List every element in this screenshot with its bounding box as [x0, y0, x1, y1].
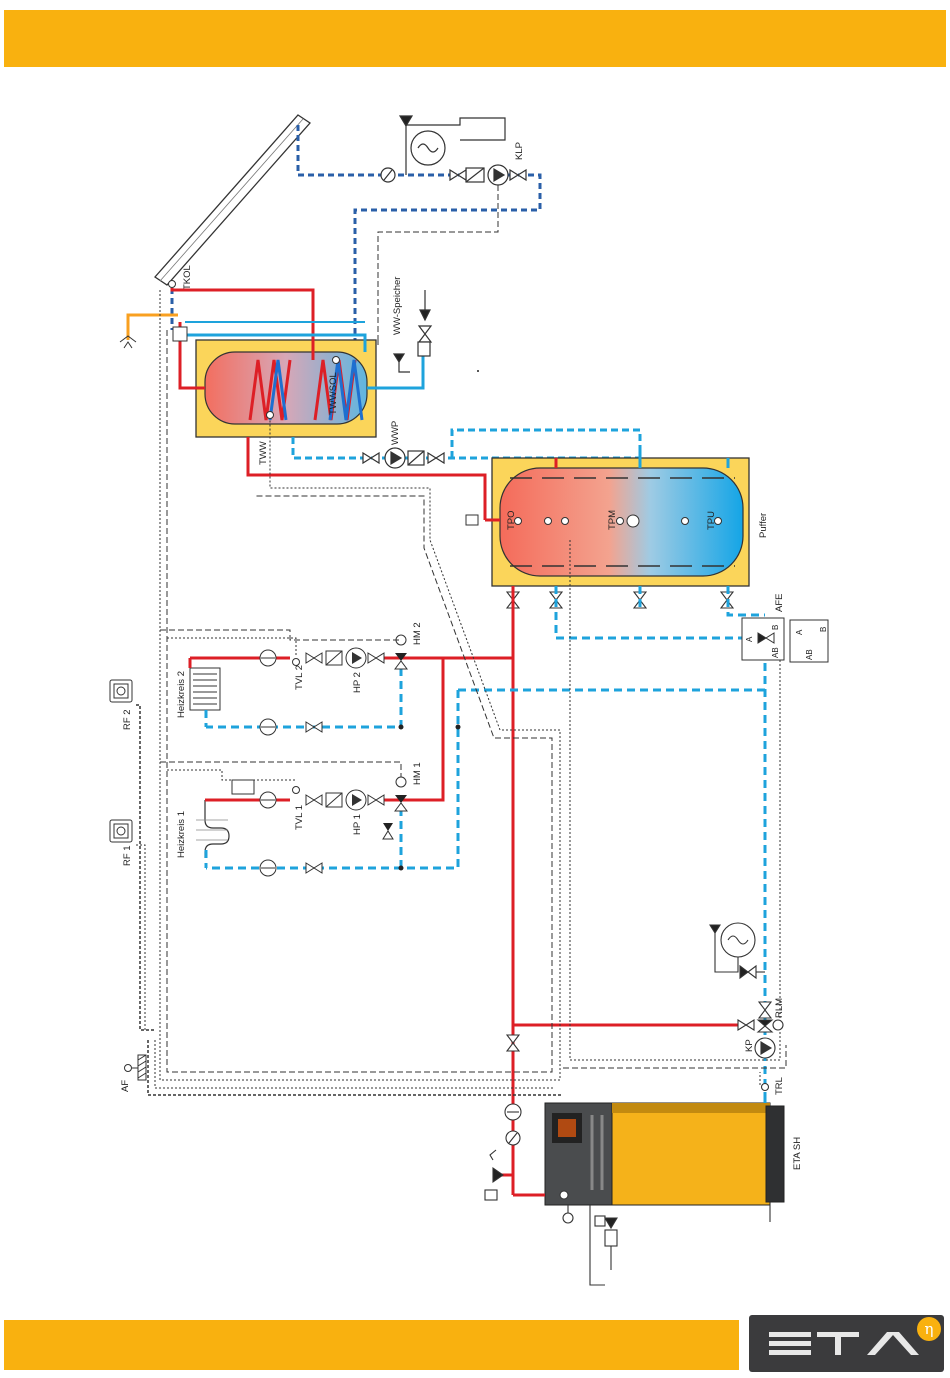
- tempering-valve: [120, 315, 187, 348]
- return-group: [710, 923, 783, 1091]
- outdoor-sensor-af: [125, 1055, 147, 1080]
- afe-legend-a: A: [795, 629, 804, 635]
- label-trl: TRL: [774, 1077, 785, 1095]
- label-hm2: HM 2: [412, 622, 423, 645]
- label-rf1: RF 1: [122, 845, 133, 866]
- solar-collector: TKOL: [155, 115, 310, 290]
- room-sensor-rf2: [110, 680, 132, 702]
- stray-dot: [477, 370, 479, 372]
- afe-port-ab: AB: [771, 647, 780, 658]
- room-sensor-rf1: [110, 820, 132, 842]
- label-klp: KLP: [514, 142, 525, 160]
- label-tvl1: TVL 1: [294, 805, 305, 830]
- label-tvl2: TVL 2: [294, 665, 305, 690]
- label-rf2: RF 2: [122, 709, 133, 730]
- label-afe: AFE: [774, 594, 785, 612]
- label-heizkreis-1: Heizkreis 1: [176, 811, 187, 858]
- label-twwsol: TWWSOL: [328, 372, 339, 415]
- label-hp2: HP 2: [352, 672, 363, 693]
- afe-port-b: B: [771, 625, 780, 630]
- ww-speicher-tank: [196, 340, 376, 437]
- afe-valve: [742, 618, 828, 662]
- label-puffer: Puffer: [758, 513, 769, 538]
- label-wwp: WWP: [390, 421, 401, 445]
- label-heizkreis-2: Heizkreis 2: [176, 671, 187, 718]
- main-return-line: [206, 586, 765, 1095]
- label-tpo: TPO: [506, 510, 517, 530]
- expansion-vessel-solar: [400, 116, 505, 175]
- boiler-eta-sh: [545, 1103, 784, 1205]
- junction-dots: [399, 725, 461, 871]
- label-tkol: TKOL: [182, 265, 193, 290]
- afe-port-a: A: [745, 636, 754, 642]
- puffer-vent: [466, 515, 478, 525]
- label-af: AF: [120, 1080, 131, 1092]
- label-eta-sh: ETA SH: [792, 1137, 803, 1170]
- puffer-bottom-valves: [507, 592, 733, 608]
- afe-legend-ab: AB: [805, 649, 814, 660]
- label-tpm: TPM: [607, 510, 618, 530]
- solar-circuit: [172, 125, 540, 360]
- label-tpu: TPU: [706, 511, 717, 530]
- label-hm1: HM 1: [412, 762, 423, 785]
- label-rlm: RLM: [774, 998, 785, 1018]
- pump-wwp: [363, 448, 444, 468]
- label-hp1: HP 1: [352, 814, 363, 835]
- afe-legend-b: B: [819, 627, 828, 632]
- label-tww: TWW: [258, 441, 269, 465]
- label-kp: KP: [744, 1039, 755, 1052]
- label-ww-speicher: WW-Speicher: [392, 277, 403, 335]
